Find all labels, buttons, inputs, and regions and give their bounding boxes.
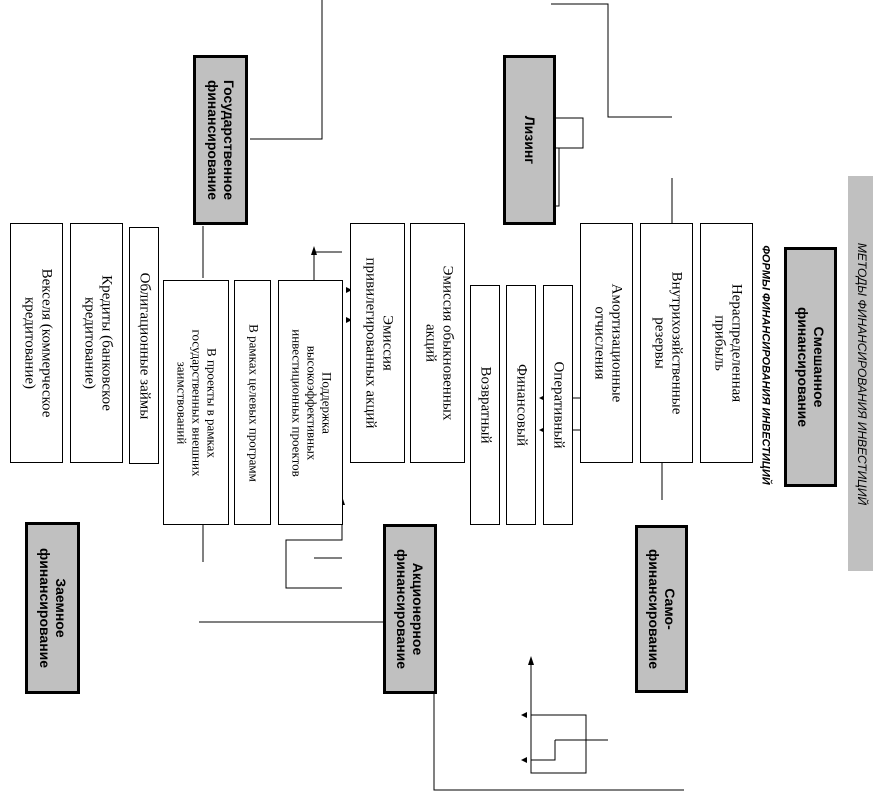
internal-reserves-box: Внутрихозяйственные резервы bbox=[640, 223, 693, 463]
retained-earnings-label: Нераспределенная прибыль bbox=[710, 283, 744, 403]
state-financing-box: Государственное финансирование bbox=[193, 55, 248, 225]
operative-leasing-label: Оперативный bbox=[550, 361, 567, 449]
equity-financing-label: Акционерное финансирование bbox=[394, 548, 427, 670]
target-programs-label: В рамках целевых программ bbox=[245, 323, 261, 482]
external-borrowing-label: В проекты в рамках государственных внешн… bbox=[174, 329, 220, 476]
support-projects-box: Поддержка высокоэффективных инвестиционн… bbox=[278, 280, 343, 525]
operative-leasing-box: Оперативный bbox=[543, 285, 573, 525]
bills-box: Векселя (коммерческое кредитование) bbox=[10, 223, 63, 463]
mixed-financing-box: Смешанное финансирование bbox=[784, 247, 837, 487]
preferred-shares-label: Эмиссия привилегированных акций bbox=[361, 257, 395, 429]
mixed-financing-label: Смешанное финансирование bbox=[794, 306, 827, 428]
returnable-leasing-box: Возвратный bbox=[470, 285, 500, 525]
preferred-shares-box: Эмиссия привилегированных акций bbox=[350, 223, 405, 463]
financial-leasing-label: Финансовый bbox=[513, 364, 530, 446]
bond-loans-box: Облигационные займы bbox=[129, 227, 159, 464]
depreciation-box: Амортизационные отчисления bbox=[580, 223, 633, 463]
forms-title-area: ФОРМЫ ФИНАНСИРОВАНИЯ ИНВЕСТИЦИЙ bbox=[752, 210, 778, 520]
depreciation-label: Амортизационные отчисления bbox=[590, 283, 624, 403]
common-shares-label: Эмиссия обыкновенных акций bbox=[421, 265, 455, 421]
returnable-leasing-label: Возвратный bbox=[477, 366, 494, 444]
bond-loans-label: Облигационные займы bbox=[136, 272, 153, 419]
support-projects-label: Поддержка высокоэффективных инвестиционн… bbox=[289, 328, 334, 477]
self-financing-label: Само- финансирование bbox=[645, 548, 678, 670]
target-programs-box: В рамках целевых программ bbox=[234, 280, 271, 525]
leasing-box: Лизинг bbox=[503, 55, 556, 225]
band-title: МЕТОДЫ ФИНАНСИРОВАНИЯ ИНВЕСТИЦИЙ bbox=[854, 242, 869, 505]
credits-label: Кредиты (банковское кредитование) bbox=[80, 275, 114, 411]
bills-label: Векселя (коммерческое кредитование) bbox=[20, 268, 54, 418]
retained-earnings-box: Нераспределенная прибыль bbox=[700, 223, 753, 463]
state-financing-label: Государственное финансирование bbox=[204, 79, 237, 201]
financial-leasing-box: Финансовый bbox=[506, 285, 536, 525]
common-shares-box: Эмиссия обыкновенных акций bbox=[410, 223, 465, 463]
borrowed-financing-label: Заемное финансирование bbox=[36, 547, 69, 669]
methods-band: МЕТОДЫ ФИНАНСИРОВАНИЯ ИНВЕСТИЦИЙ bbox=[848, 176, 873, 571]
equity-financing-box: Акционерное финансирование bbox=[383, 524, 437, 694]
internal-reserves-label: Внутрихозяйственные резервы bbox=[650, 271, 684, 415]
credits-box: Кредиты (банковское кредитование) bbox=[70, 223, 123, 463]
self-financing-box: Само- финансирование bbox=[635, 525, 688, 693]
borrowed-financing-box: Заемное финансирование bbox=[25, 522, 80, 694]
external-borrowing-box: В проекты в рамках государственных внешн… bbox=[163, 280, 229, 525]
forms-title: ФОРМЫ ФИНАНСИРОВАНИЯ ИНВЕСТИЦИЙ bbox=[759, 245, 772, 485]
leasing-label: Лизинг bbox=[521, 115, 538, 165]
